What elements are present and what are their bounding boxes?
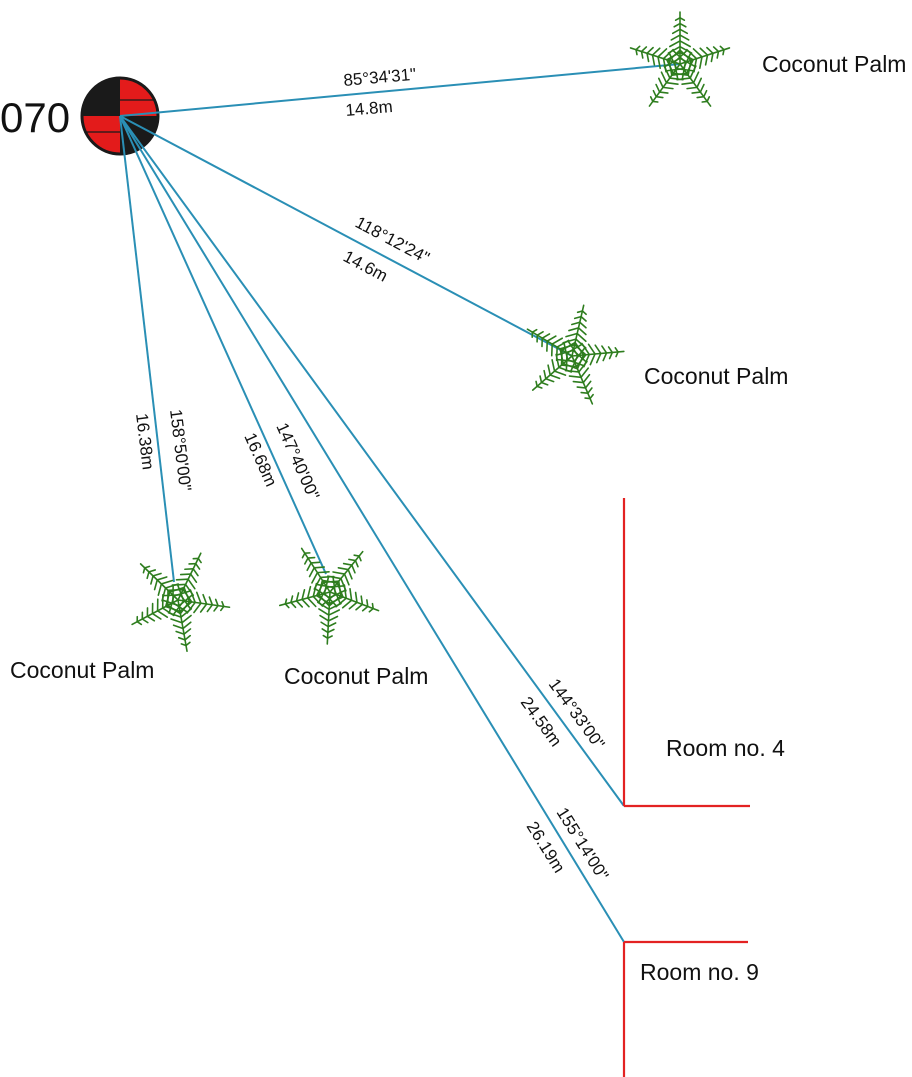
ray-palm-4: [119, 115, 327, 575]
distance-label: 16.38m: [132, 412, 158, 471]
palm-icon: [278, 547, 380, 645]
station-label: 070: [0, 94, 70, 141]
ray-palm-1: [119, 63, 681, 117]
palm-label: Coconut Palm: [762, 51, 906, 77]
distance-label: 14.6m: [340, 247, 391, 286]
room-label: Room no. 4: [666, 735, 785, 761]
measurement-rays: [119, 63, 681, 943]
room-label: Room no. 9: [640, 959, 759, 985]
palm-icon: [629, 11, 731, 107]
palm-label: Coconut Palm: [644, 363, 788, 389]
bearing-label: 158°50'00": [166, 408, 195, 492]
bearing-label: 155°14'00": [553, 804, 613, 884]
ray-room-4: [119, 115, 625, 807]
palm-icon: [131, 552, 231, 653]
bearing-label: 85°34'31": [343, 65, 417, 90]
ray-palm-3: [119, 115, 175, 583]
palm-icon: [526, 304, 625, 405]
distance-label: 14.8m: [345, 97, 394, 120]
palm-label: Coconut Palm: [284, 663, 428, 689]
room-4-walls: [622, 498, 750, 808]
bearing-label: 147°40'00": [272, 420, 323, 503]
room-9-walls: [622, 940, 748, 1077]
ray-palm-2: [119, 115, 573, 357]
palm-label: Coconut Palm: [10, 657, 154, 683]
ray-room-9: [119, 115, 625, 943]
